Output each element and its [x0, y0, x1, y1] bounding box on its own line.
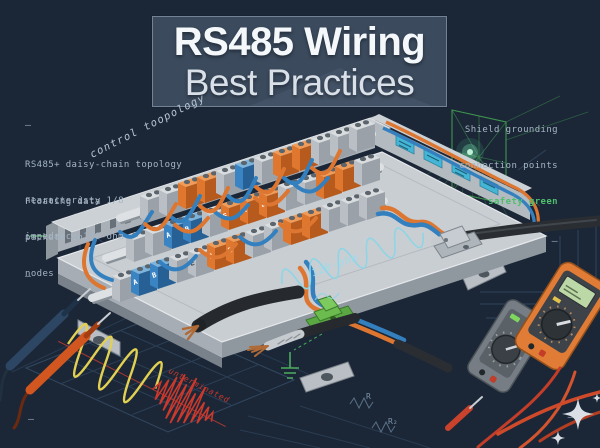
note-oscilloscope: — OSCILLOSCOPE UNTERMINATATED WAVEFORNNE — [28, 390, 109, 448]
multimeter-orange — [514, 261, 600, 371]
unterminated-label: unterminated — [167, 366, 231, 405]
title-line-1: RS485 Wiring — [173, 19, 426, 64]
rim-label-plates — [395, 134, 499, 196]
resistor-label-1: R — [366, 392, 371, 401]
dash-rule: — — [567, 412, 574, 423]
metal-cable-clamp — [433, 225, 483, 259]
svg-text:E: E — [189, 259, 196, 268]
sine-wave — [67, 322, 163, 404]
stripped-cable-large — [181, 285, 305, 341]
title-line-2: Best Practices — [184, 61, 415, 103]
stripped-cable-shielded — [247, 313, 360, 357]
dash-rule: — — [25, 271, 32, 282]
ground-symbol — [281, 333, 323, 379]
background-silhouette — [250, 68, 432, 106]
title-panel: RS485 Wiring Best Practices — [152, 16, 447, 107]
svg-text:A: A — [132, 278, 139, 287]
test-probe-blue — [0, 288, 91, 402]
note-daisy-chain: — RS485+ daisy-chain topology nearacteri… — [25, 120, 183, 282]
svg-text:B: B — [151, 271, 158, 280]
enclosure-base — [56, 151, 548, 393]
svg-text:B: B — [184, 225, 191, 234]
test-probe-orange — [12, 312, 111, 430]
rim-duct — [371, 114, 540, 231]
dash-rule: — — [28, 414, 35, 425]
noise-wave — [152, 373, 215, 424]
note-termination: — TERMINATION RESISTORS SHIELD TESTER: 1… — [446, 388, 574, 448]
resistor-label-2: R₂ — [388, 417, 398, 426]
safety-green-label: safety green — [488, 197, 558, 207]
dash-rule: — — [25, 120, 32, 131]
wires — [82, 149, 342, 290]
dash-rule: — — [551, 236, 558, 247]
svg-text:A: A — [165, 231, 172, 240]
note-shield-grounding: Shield grounding connection points safet… — [459, 125, 558, 247]
note-floating-data: Floating data packets in nodes — [25, 197, 101, 279]
